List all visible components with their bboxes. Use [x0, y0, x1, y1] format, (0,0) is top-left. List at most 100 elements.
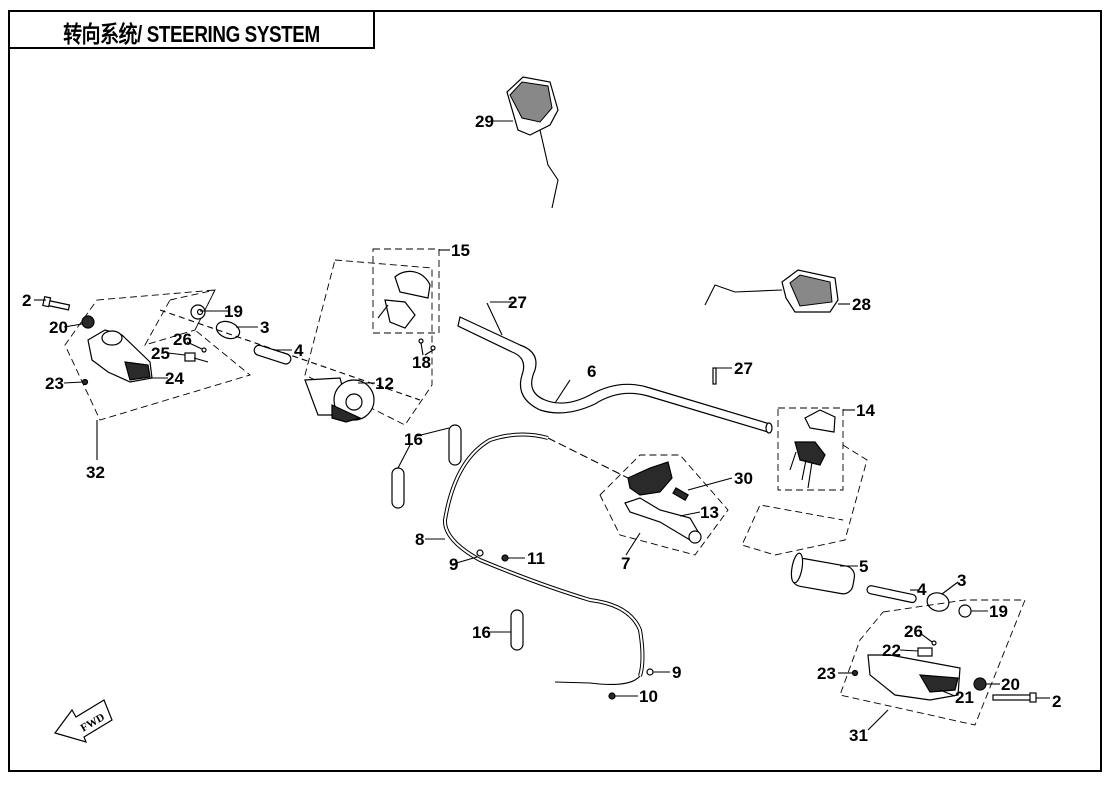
clutch-cable-8[interactable]	[425, 432, 670, 700]
cable-end	[554, 675, 641, 685]
drawing-frame	[8, 10, 1102, 772]
group-outline-12	[304, 259, 433, 426]
screw-26-right[interactable]	[931, 640, 937, 646]
nut-10[interactable]	[608, 692, 616, 700]
leader-21	[939, 689, 956, 697]
nut-20-left[interactable]	[81, 315, 95, 329]
throttle-group[interactable]	[304, 248, 450, 426]
leader-26-right	[919, 632, 933, 643]
clutch-lever-13[interactable]	[624, 497, 701, 541]
callout-11: 11	[527, 549, 545, 568]
leader-16-a	[416, 427, 450, 437]
nut-23-right[interactable]	[851, 669, 859, 677]
nut-23-left[interactable]	[81, 378, 89, 386]
callout-15: 15	[451, 241, 470, 260]
group-outline-5	[741, 444, 868, 556]
group-outline-32	[64, 289, 251, 421]
cable-inner	[443, 433, 644, 677]
title-box: 转向系统/ STEERING SYSTEM	[8, 10, 375, 49]
bolt-27-left[interactable]	[486, 302, 503, 336]
switch-15-top[interactable]	[394, 270, 431, 299]
callout-6: 6	[587, 362, 596, 381]
callout-19-right: 19	[989, 602, 1008, 621]
callout-4-right: 4	[917, 580, 927, 599]
sleeve-4-right[interactable]	[866, 585, 917, 604]
leader-9-upper	[452, 556, 478, 565]
leader-31	[867, 709, 889, 731]
cable-ties-16[interactable]	[391, 424, 524, 651]
handlebar-6[interactable]	[457, 301, 773, 434]
bar-end-3-right[interactable]	[925, 590, 951, 613]
axis-line-left	[159, 309, 421, 401]
clutch-lever-assembly-7[interactable]	[547, 437, 733, 556]
switch-14-top	[804, 409, 836, 433]
adjuster-30[interactable]	[672, 487, 689, 502]
leader-26-left	[186, 341, 203, 350]
bolt-27-right[interactable]	[712, 367, 717, 385]
switch-14-screw-b	[801, 459, 807, 481]
handguard-assembly-31[interactable]	[789, 552, 1050, 731]
callout-2-left: 2	[22, 291, 31, 310]
callout-29: 29	[475, 112, 494, 131]
callout-26-left: 26	[173, 330, 192, 349]
callout-21: 21	[955, 688, 974, 707]
group-outline-32-inner	[144, 289, 216, 346]
callout-19-left: 19	[224, 302, 243, 321]
leader-7	[625, 532, 641, 556]
switch-15-bottom[interactable]	[384, 299, 416, 329]
mirror-28[interactable]	[704, 269, 850, 313]
callout-9-lower: 9	[672, 663, 681, 682]
switch-assembly-14[interactable]	[741, 407, 868, 556]
forward-arrow-icon: FWD	[54, 699, 113, 743]
callout-2-right: 2	[1052, 692, 1061, 711]
switch-15-screw	[377, 304, 389, 319]
group-outline-14	[777, 407, 844, 491]
clutch-perch	[627, 461, 673, 496]
page-title: 转向系统/ STEERING SYSTEM	[63, 21, 320, 47]
handguard-assembly-32[interactable]	[34, 289, 421, 460]
mirror-28-glass	[789, 274, 833, 307]
bolt-2-left[interactable]	[42, 295, 71, 311]
washer-19-right[interactable]	[958, 604, 972, 618]
screw-18-a[interactable]	[418, 338, 424, 344]
callout-23-right: 23	[817, 664, 836, 683]
nut-20-right[interactable]	[973, 677, 987, 691]
leader-3-right	[941, 581, 959, 595]
callout-3-left: 3	[260, 318, 269, 337]
clamp-9-lower[interactable]	[646, 668, 654, 676]
group-outline-31	[839, 599, 1026, 726]
cable-tie-16-c[interactable]	[510, 609, 524, 651]
handguard-mount-ring	[101, 330, 123, 346]
bracket-22[interactable]	[917, 647, 933, 657]
bracket-25-screw	[193, 357, 209, 363]
cable-tie-16-a[interactable]	[448, 424, 462, 466]
handlebar-end	[765, 422, 773, 434]
group-outline-7	[599, 454, 729, 556]
bar-end-3-left[interactable]	[214, 318, 242, 341]
leader-25	[167, 352, 186, 356]
screw-18-b[interactable]	[430, 345, 436, 351]
callout-23-left: 23	[45, 374, 64, 393]
bolt-2-right[interactable]	[992, 694, 1034, 701]
mirror-29[interactable]	[493, 76, 559, 209]
callout-5: 5	[859, 557, 868, 576]
handlebar-tube	[457, 316, 771, 433]
leader-6	[554, 379, 571, 404]
leader-22	[899, 649, 919, 652]
clamp-9-upper[interactable]	[476, 549, 484, 557]
bracket-25[interactable]	[184, 352, 196, 362]
screw-26-left[interactable]	[201, 347, 207, 353]
callout-32: 32	[86, 463, 105, 482]
handguard-24-detail	[124, 361, 151, 381]
callout-27-left: 27	[508, 293, 527, 312]
sleeve-4-left[interactable]	[253, 344, 292, 365]
callout-24: 24	[165, 369, 184, 388]
callout-25: 25	[151, 344, 170, 363]
callout-labels: 2 20 23 24 25 26 19 3 4 12 32 15 18 27 1…	[22, 112, 1061, 745]
mirror-29-stem	[539, 129, 559, 209]
cable-tie-16-b[interactable]	[391, 467, 405, 509]
switch-14-bottom	[794, 441, 826, 466]
nut-11[interactable]	[501, 554, 509, 562]
callout-14: 14	[856, 401, 875, 420]
